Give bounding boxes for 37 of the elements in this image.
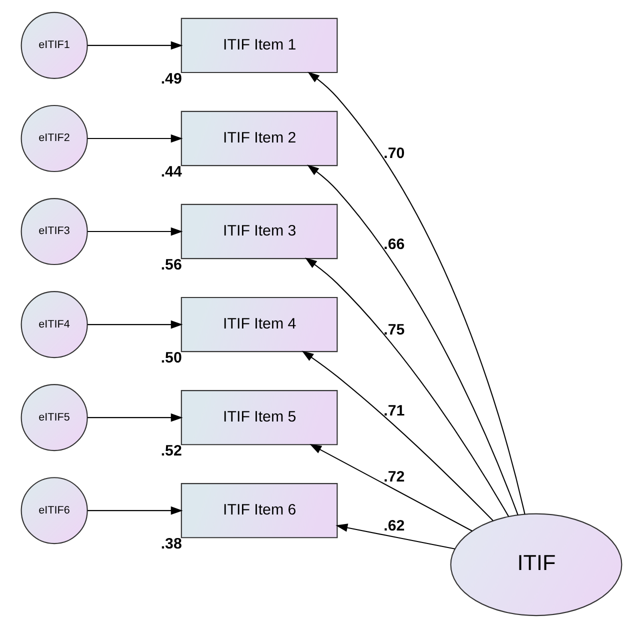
node-box: ITIF Item 2 (180, 110, 338, 166)
arrow (87, 41, 182, 50)
node-label: .49 (160, 70, 182, 88)
node-label: .52 (160, 442, 182, 460)
node-box: ITIF Item 6 (180, 483, 338, 538)
node-label: .56 (160, 256, 182, 274)
arrow (87, 134, 182, 143)
arrow (307, 72, 525, 514)
node-circle: eITIF3 (20, 198, 88, 266)
edge-label: .72 (383, 468, 404, 486)
node-box: ITIF Item 3 (180, 204, 338, 260)
node-label: .38 (160, 536, 182, 553)
node-box: ITIF Item 4 (180, 296, 338, 352)
arrow (309, 444, 472, 532)
edge-label: .71 (383, 402, 404, 420)
node-circle: eITIF1 (20, 12, 88, 79)
arrow (301, 350, 493, 522)
arrow (87, 506, 182, 515)
arrow (87, 227, 182, 236)
node-box: ITIF Item 5 (180, 390, 338, 446)
edge-label: .62 (383, 517, 404, 534)
node-box: ITIF Item 1 (180, 18, 338, 74)
arrow (306, 164, 518, 516)
arrow (87, 413, 182, 422)
edge-label: .75 (383, 322, 404, 338)
node-ellipse: ITIF (450, 513, 622, 616)
arrow (87, 320, 182, 329)
edge-label: .70 (383, 145, 404, 162)
edge-label: .66 (383, 236, 404, 254)
node-circle: eITIF5 (20, 384, 88, 452)
node-label: .50 (160, 350, 182, 367)
node-circle: eITIF4 (20, 291, 88, 358)
node-circle: eITIF2 (20, 104, 88, 172)
node-label: .44 (160, 164, 182, 181)
arrow (335, 524, 454, 550)
arrow (304, 258, 509, 517)
node-circle: eITIF6 (20, 477, 88, 544)
